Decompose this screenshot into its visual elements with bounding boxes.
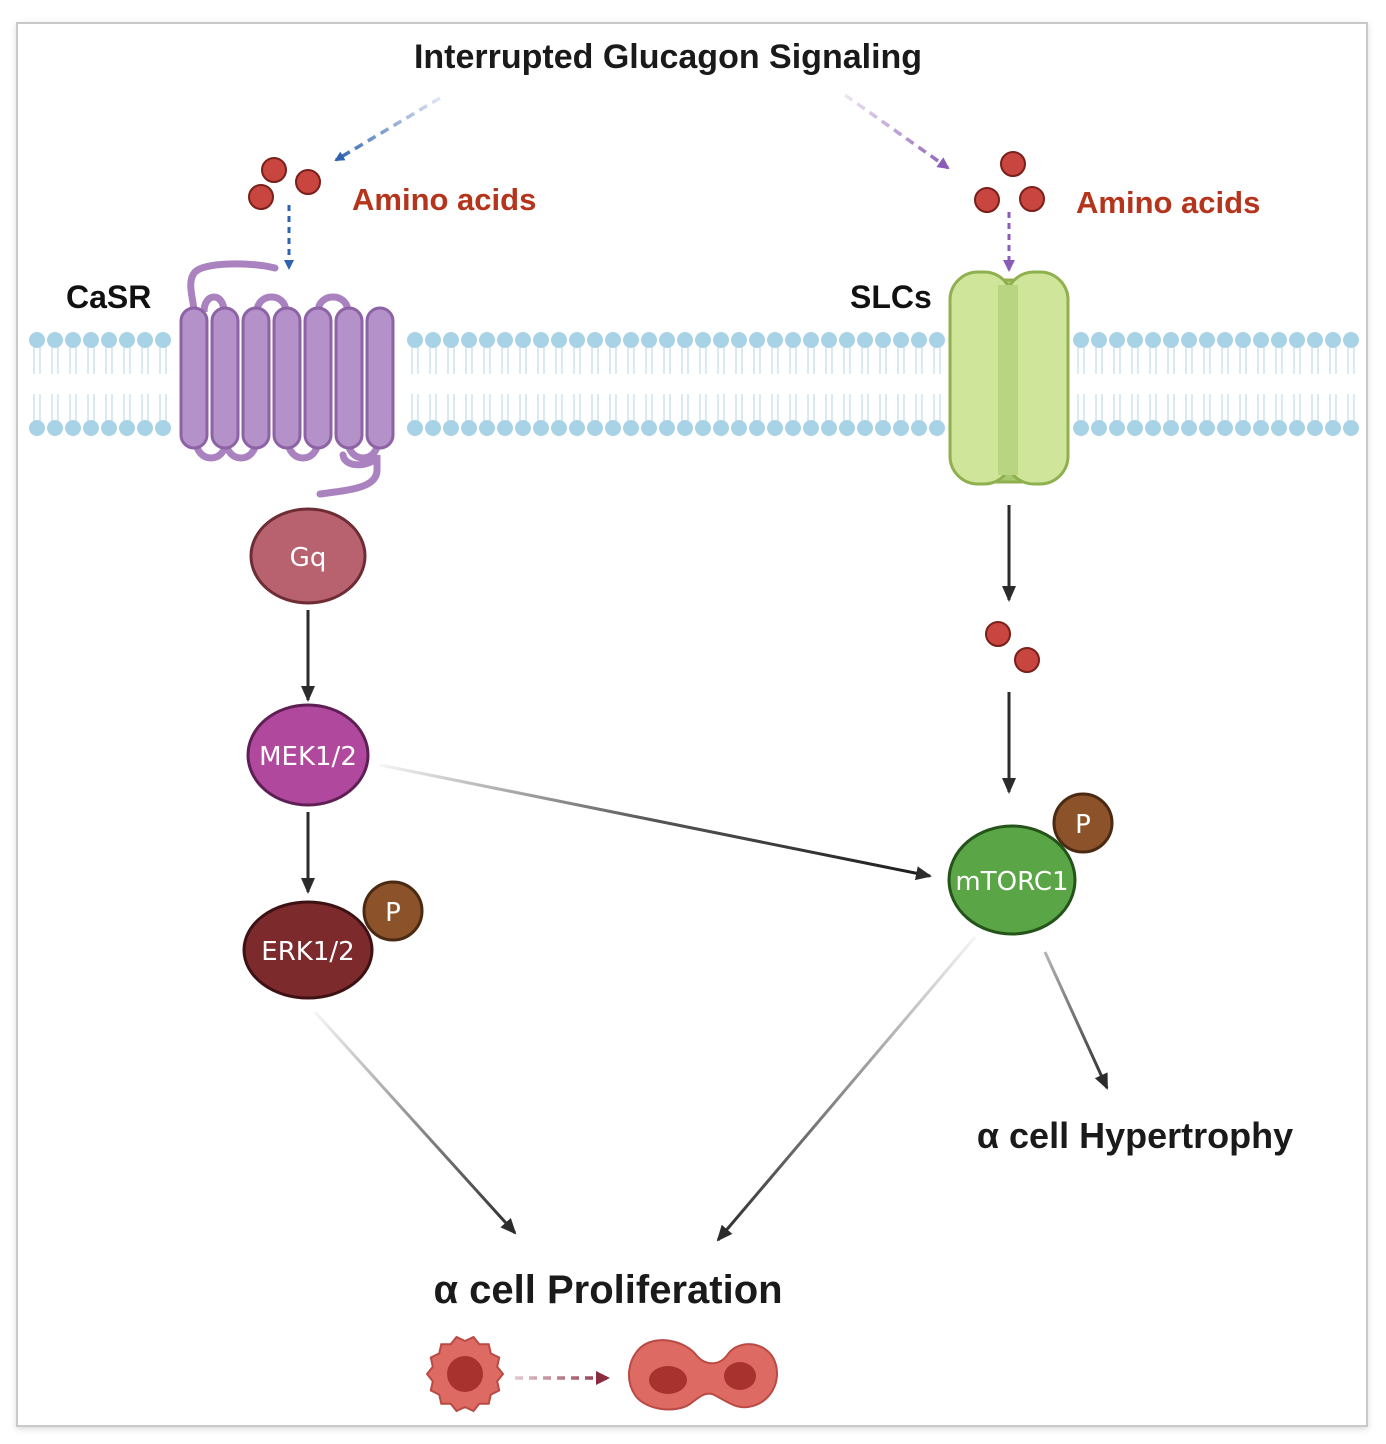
hypertrophy-label: α cell Hypertrophy xyxy=(977,1115,1293,1156)
mtorc1-phosphate-label: P xyxy=(1075,810,1091,840)
figure-frame xyxy=(16,22,1368,1427)
casr-label: CaSR xyxy=(66,279,151,315)
erk-phosphate-label: P xyxy=(385,898,401,928)
mek-node: MEK1/2 xyxy=(246,703,370,807)
arrow-mtorc1-to-hypertrophy xyxy=(1043,951,1109,1090)
mek-label: MEK1/2 xyxy=(259,742,357,772)
erk-phosphate xyxy=(362,880,424,942)
dashed-arrow-to-right-amino-acids xyxy=(843,93,950,170)
dashed-arrow-to-left-amino-acids xyxy=(334,96,441,162)
mtorc1-node: P mTORC1 xyxy=(947,792,1114,936)
left-amino-acids-label: Amino acids xyxy=(352,182,536,217)
intracellular-amino-acids xyxy=(985,621,1040,673)
mtorc1-phosphate xyxy=(1052,792,1114,854)
dividing-cell-icon xyxy=(628,1339,778,1411)
right-amino-acid-cluster xyxy=(974,151,1045,213)
diagram-title: Interrupted Glucagon Signaling xyxy=(414,38,922,76)
proliferation-label: α cell Proliferation xyxy=(433,1268,782,1312)
slcs-label: SLCs xyxy=(850,279,932,315)
erk-node: ERK1/2 P xyxy=(242,880,424,1000)
gq-node: Gq xyxy=(249,507,367,605)
casr-receptor xyxy=(179,260,395,498)
gq-label: Gq xyxy=(290,543,327,573)
left-amino-acid-cluster xyxy=(248,157,321,210)
erk-label: ERK1/2 xyxy=(261,937,354,967)
arrow-mtorc1-to-proliferation xyxy=(716,936,977,1242)
cell-membrane-bilayer xyxy=(29,332,1359,436)
arrow-erk-to-proliferation xyxy=(313,1010,517,1235)
mtorc1-label: mTORC1 xyxy=(955,867,1068,897)
single-cell-icon xyxy=(425,1335,505,1413)
arrow-mek-to-mtorc1 xyxy=(379,763,932,881)
right-amino-acids-label: Amino acids xyxy=(1076,185,1260,220)
slc-transporter xyxy=(948,270,1070,486)
